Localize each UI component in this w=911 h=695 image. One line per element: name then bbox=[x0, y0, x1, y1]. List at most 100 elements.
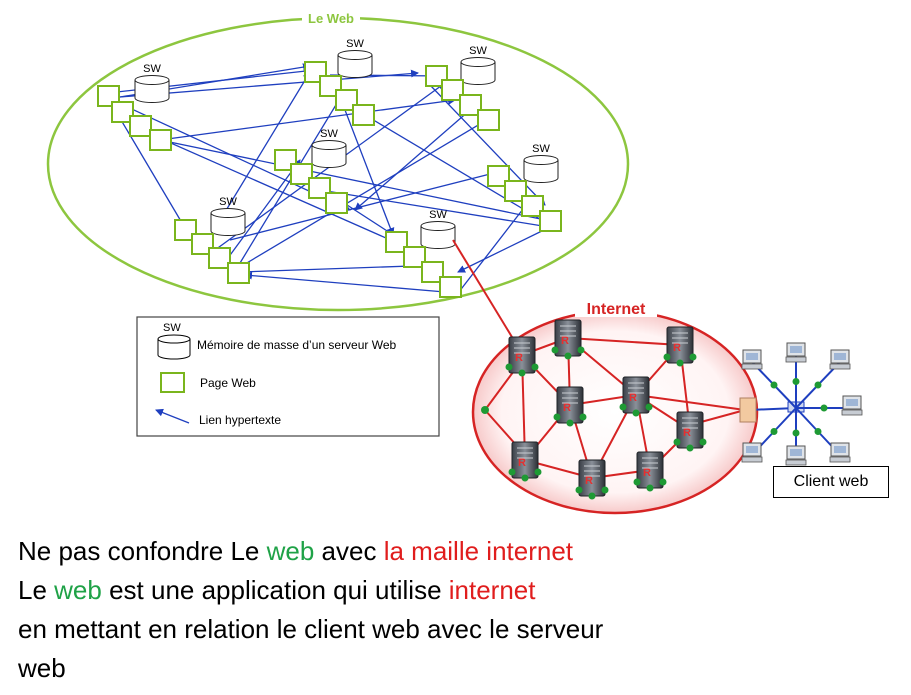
web-page-icon bbox=[352, 104, 375, 126]
internet-link bbox=[635, 394, 746, 411]
link-node bbox=[518, 369, 526, 377]
server-label: SW bbox=[429, 209, 447, 221]
hyperlink bbox=[129, 124, 396, 243]
link-node bbox=[663, 353, 671, 361]
caption-web-highlight: web bbox=[54, 575, 102, 605]
computer-icon bbox=[741, 442, 763, 463]
page-stack bbox=[174, 219, 250, 284]
server-label: SW bbox=[320, 128, 338, 140]
caption-internet-highlight: internet bbox=[448, 575, 536, 605]
server-label: SW bbox=[143, 63, 161, 75]
computer-icon bbox=[785, 342, 807, 363]
link-node bbox=[601, 486, 609, 494]
link-node bbox=[659, 478, 667, 486]
page-stack bbox=[487, 165, 562, 232]
link-node bbox=[632, 409, 640, 417]
computer-icon bbox=[785, 445, 807, 466]
web-page-icon bbox=[191, 233, 214, 255]
link-node bbox=[534, 468, 542, 476]
router-label: R bbox=[518, 457, 526, 469]
router-label: R bbox=[673, 342, 681, 354]
link-node bbox=[481, 406, 489, 414]
web-page-icon bbox=[129, 115, 152, 137]
web-page-icon bbox=[308, 177, 331, 199]
web-page-icon bbox=[335, 89, 358, 111]
web-page-icon bbox=[385, 231, 408, 253]
web-page-icon bbox=[504, 180, 527, 202]
legend-link-arrow bbox=[155, 408, 190, 424]
server-cylinder-icon bbox=[420, 221, 456, 249]
hyperlink bbox=[244, 271, 446, 293]
router-label: R bbox=[561, 335, 569, 347]
server-cylinder-icon bbox=[311, 140, 347, 168]
link-node bbox=[673, 438, 681, 446]
page-stack bbox=[385, 231, 462, 298]
server-internet-connector bbox=[452, 239, 516, 343]
link-node bbox=[686, 444, 694, 452]
link-node bbox=[814, 381, 822, 389]
hyperlink bbox=[344, 109, 395, 236]
hyperlink bbox=[454, 199, 531, 298]
router-icon: R bbox=[673, 411, 707, 452]
caption-line-1: Ne pas confondre Le web avec la maille i… bbox=[18, 532, 898, 571]
server-cylinder-icon bbox=[523, 155, 559, 183]
server-cylinder-icon bbox=[134, 75, 170, 103]
computer-icon bbox=[829, 442, 851, 463]
link-node bbox=[820, 404, 828, 412]
hyperlink bbox=[457, 227, 549, 273]
link-node bbox=[575, 486, 583, 494]
caption-web-highlight: web bbox=[266, 536, 315, 566]
page-stack bbox=[304, 61, 375, 126]
link-node bbox=[619, 403, 627, 411]
page-stack bbox=[97, 85, 172, 151]
caption-internet-highlight: la maille internet bbox=[383, 536, 574, 566]
hyperlink bbox=[359, 111, 551, 226]
caption-text: avec bbox=[314, 536, 384, 566]
legend: SW Mémoire de masse d’un serveur Web Pag… bbox=[136, 316, 440, 437]
router-icon: R bbox=[633, 451, 667, 492]
hyperlink bbox=[224, 159, 301, 263]
link-node bbox=[505, 363, 513, 371]
web-page-icon bbox=[487, 165, 510, 187]
web-cloud: Le Web bbox=[46, 10, 630, 312]
router-icon: R bbox=[551, 319, 585, 360]
link-node bbox=[564, 352, 572, 360]
router-label: R bbox=[683, 427, 691, 439]
web-page-icon bbox=[421, 261, 444, 283]
link-node bbox=[508, 468, 516, 476]
caption-text: Le bbox=[18, 575, 55, 605]
server-label: SW bbox=[346, 38, 364, 50]
router-label: R bbox=[629, 392, 637, 404]
router-icon: R bbox=[508, 441, 542, 482]
link-node bbox=[792, 378, 800, 385]
legend-page-icon bbox=[160, 372, 185, 393]
hyperlinks bbox=[107, 63, 556, 298]
web-page-icon bbox=[208, 247, 231, 269]
web-page-icon bbox=[441, 79, 464, 101]
caption: Ne pas confondre Le web avec la maille i… bbox=[18, 532, 898, 688]
web-page-icon bbox=[227, 262, 250, 284]
page-stack bbox=[274, 149, 348, 214]
link-node bbox=[770, 381, 778, 389]
web-page-icon bbox=[459, 94, 482, 116]
hyperlink bbox=[159, 139, 556, 225]
server-cylinder-icon bbox=[210, 208, 246, 236]
caption-text: est une application qui utilise bbox=[101, 575, 449, 605]
web-page-icon bbox=[290, 163, 313, 185]
link-node bbox=[770, 428, 778, 435]
legend-server-label: SW bbox=[163, 322, 181, 334]
web-page-icon bbox=[477, 109, 500, 131]
web-page-icon bbox=[325, 192, 348, 214]
link-node bbox=[689, 353, 697, 361]
server-cylinder-icon bbox=[337, 50, 373, 78]
link-node bbox=[553, 413, 561, 421]
link-node bbox=[531, 363, 539, 371]
page-stack bbox=[425, 65, 500, 131]
link-node bbox=[588, 492, 596, 500]
caption-text: Ne pas confondre Le bbox=[18, 536, 267, 566]
hyperlink bbox=[229, 169, 499, 241]
server-label: SW bbox=[532, 143, 550, 155]
router-label: R bbox=[643, 467, 651, 479]
link-node bbox=[646, 484, 654, 492]
